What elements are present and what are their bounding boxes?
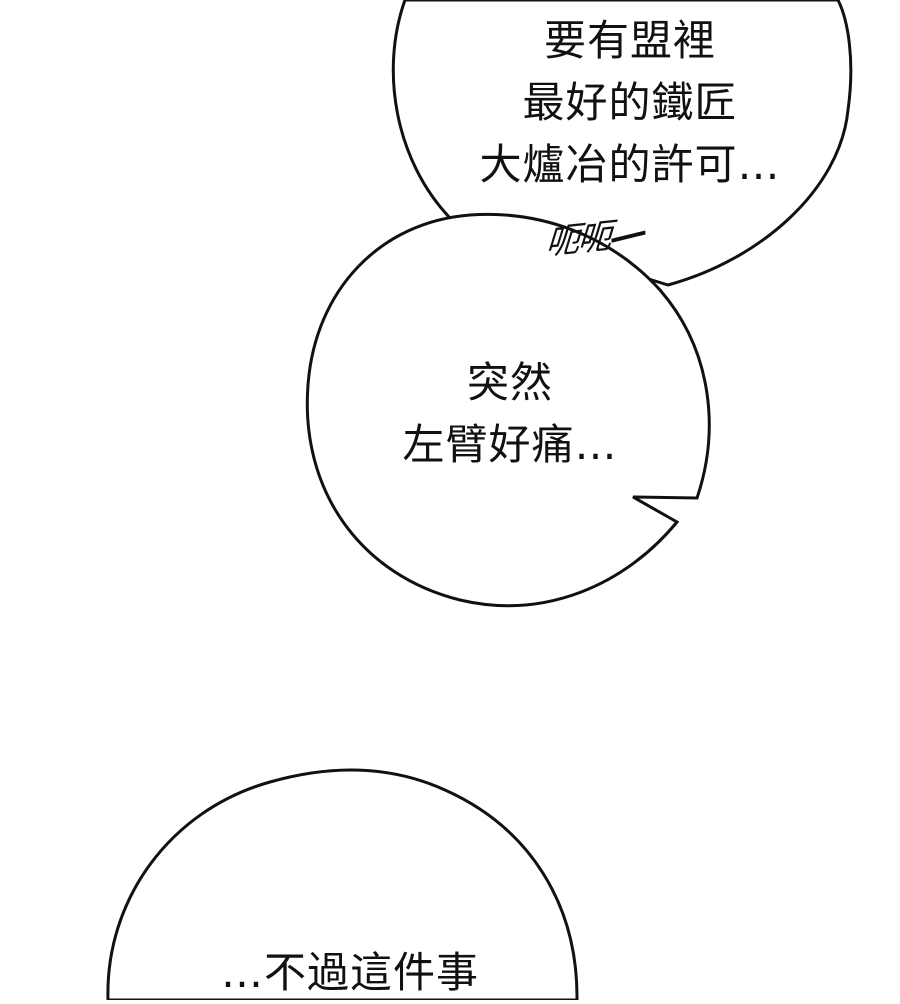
speech-line: 要有盟裡 [543, 16, 716, 65]
speech-text-bottom: …不過這件事 [150, 942, 550, 1004]
speech-bubble-middle [305, 212, 711, 608]
speech-bubble-bottom [106, 768, 579, 1000]
sound-effect-text: 呃呃 [544, 216, 612, 264]
speech-line: 大爐冶的許可… [479, 140, 781, 189]
speech-line: 最好的鐵匠 [522, 78, 738, 127]
speech-line: …不過這件事 [220, 948, 479, 997]
sound-effect-dash [611, 230, 646, 243]
speech-text-middle: 突然 左臂好痛… [330, 352, 690, 476]
speech-line: 左臂好痛… [402, 420, 618, 469]
speech-line: 突然 [466, 358, 553, 407]
speech-text-top: 要有盟裡 最好的鐵匠 大爐冶的許可… [430, 10, 830, 196]
